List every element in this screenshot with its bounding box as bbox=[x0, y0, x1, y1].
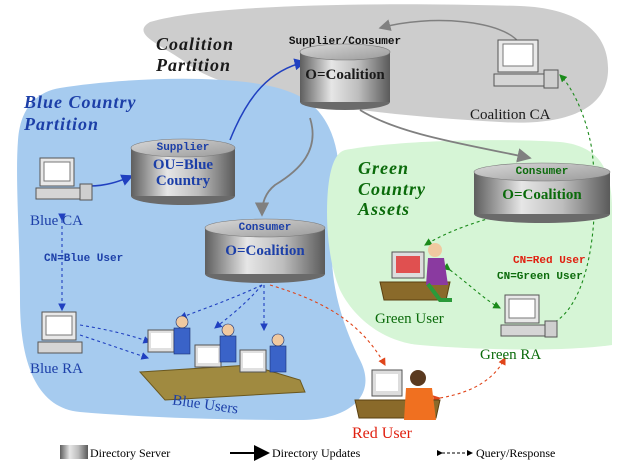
red-user-label: Red User bbox=[352, 425, 412, 442]
cn-red-user: CN=Red User bbox=[513, 256, 586, 267]
legend-server-icon bbox=[60, 445, 88, 459]
red-user-figure bbox=[354, 369, 441, 420]
update-coalition-to-greenconsumer bbox=[359, 109, 532, 163]
blue-users-cluster bbox=[138, 315, 306, 401]
update-blue-to-coalition bbox=[229, 58, 307, 141]
coalition-region-title: Coalition Partition bbox=[156, 34, 235, 75]
query-bluera-users bbox=[79, 324, 152, 344]
green-region-title: Green Country Assets bbox=[358, 158, 427, 220]
query-consumer-reduser bbox=[269, 284, 386, 366]
green-consumer-name: O=Coalition bbox=[502, 187, 582, 203]
blue-ra-computer bbox=[37, 311, 83, 354]
blue-consumer-name: O=Coalition bbox=[225, 243, 305, 259]
blue-consumer-role: Consumer bbox=[238, 222, 292, 234]
green-consumer-server bbox=[473, 162, 611, 223]
blue-consumer-server bbox=[204, 218, 326, 283]
legend bbox=[60, 445, 473, 461]
legend-server-label: Directory Server bbox=[90, 446, 171, 460]
coalition-master-server bbox=[299, 43, 391, 110]
update-blueca-to-supplier bbox=[89, 174, 134, 187]
cn-green-user: CN=Green User bbox=[497, 272, 583, 283]
query-consumer-bluecluster1 bbox=[178, 284, 263, 320]
coalition-ca-computer bbox=[493, 39, 559, 89]
query-reduser-greenra bbox=[432, 357, 506, 403]
coalition-master-name: O=Coalition bbox=[305, 67, 385, 83]
query-consumer-bluecluster2 bbox=[214, 284, 263, 329]
blue-supplier-server bbox=[130, 138, 236, 205]
query-greenra-coalitionca bbox=[554, 74, 596, 323]
green-user-figure bbox=[379, 243, 452, 302]
blue-ca-label: Blue CA bbox=[30, 213, 83, 229]
blue-ra-label: Blue RA bbox=[30, 361, 83, 377]
blue-ca-computer bbox=[35, 157, 93, 201]
legend-updates-label: Directory Updates bbox=[272, 446, 361, 460]
update-coalitionca-to-coalition bbox=[378, 19, 521, 45]
green-user-label: Green User bbox=[375, 311, 444, 327]
update-coalition-to-blueconsumer bbox=[254, 117, 314, 217]
green-consumer-role: Consumer bbox=[515, 166, 569, 178]
blue-supplier-role: Supplier bbox=[156, 142, 210, 154]
legend-query-label: Query/Response bbox=[476, 446, 556, 460]
coalition-master-role: Supplier/Consumer bbox=[288, 36, 402, 48]
coalition-ca-label: Coalition CA bbox=[470, 107, 551, 123]
blue-region-title: Blue Country Partition bbox=[24, 92, 137, 134]
cn-blue-user: CN=Blue User bbox=[44, 253, 124, 265]
query-bluera-users2 bbox=[79, 334, 150, 360]
green-ra-computer bbox=[500, 294, 558, 338]
green-ra-label: Green RA bbox=[480, 347, 542, 363]
blue-supplier-name: OU=Blue Country bbox=[152, 157, 214, 189]
